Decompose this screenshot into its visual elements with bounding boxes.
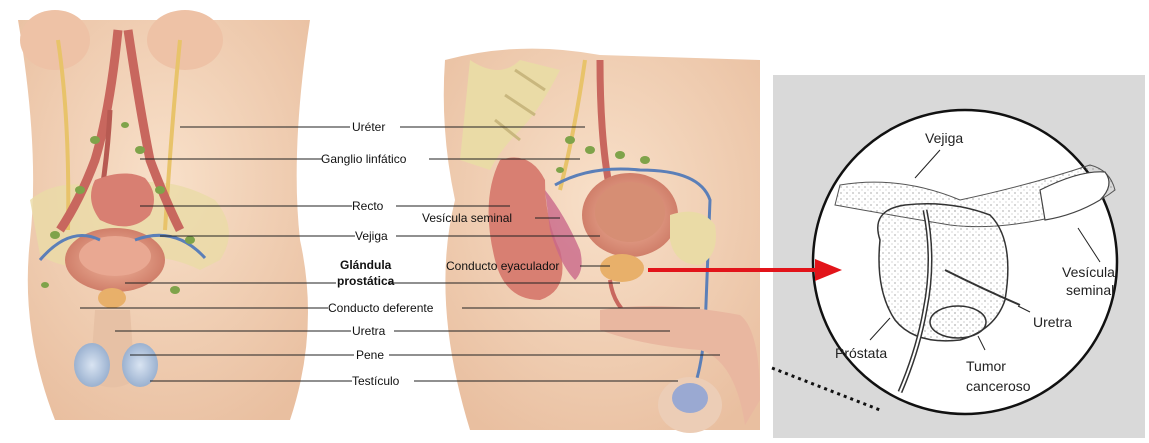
zoom-label-seminal-vesicle-line2: seminal — [1066, 282, 1114, 298]
label-testicle: Testículo — [352, 374, 399, 388]
label-urethra: Uretra — [352, 324, 385, 338]
side-view-figure — [444, 49, 760, 433]
label-ejaculatory-duct: Conducto eyaculador — [446, 259, 559, 273]
zoom-label-tumor-line2: canceroso — [966, 378, 1031, 394]
zoom-label-bladder: Vejiga — [925, 130, 963, 146]
zoom-label-seminal-vesicle-line1: Vesícula — [1062, 264, 1115, 280]
zoom-label-tumor-line1: Tumor — [966, 358, 1006, 374]
label-ureter: Uréter — [352, 120, 385, 134]
label-vas-deferens: Conducto deferente — [328, 301, 433, 315]
label-seminal-vesicle: Vesícula seminal — [422, 211, 512, 225]
label-lymph-node: Ganglio linfático — [321, 152, 406, 166]
front-view-figure — [10, 10, 310, 430]
zoom-label-prostate: Próstata — [835, 345, 887, 361]
zoom-label-urethra: Uretra — [1033, 314, 1072, 330]
label-penis: Pene — [356, 348, 384, 362]
label-prostate-gland-line1: Glándula — [340, 258, 391, 272]
label-bladder: Vejiga — [355, 229, 388, 243]
label-prostate-gland-line2: prostática — [337, 274, 394, 288]
label-rectum: Recto — [352, 199, 383, 213]
